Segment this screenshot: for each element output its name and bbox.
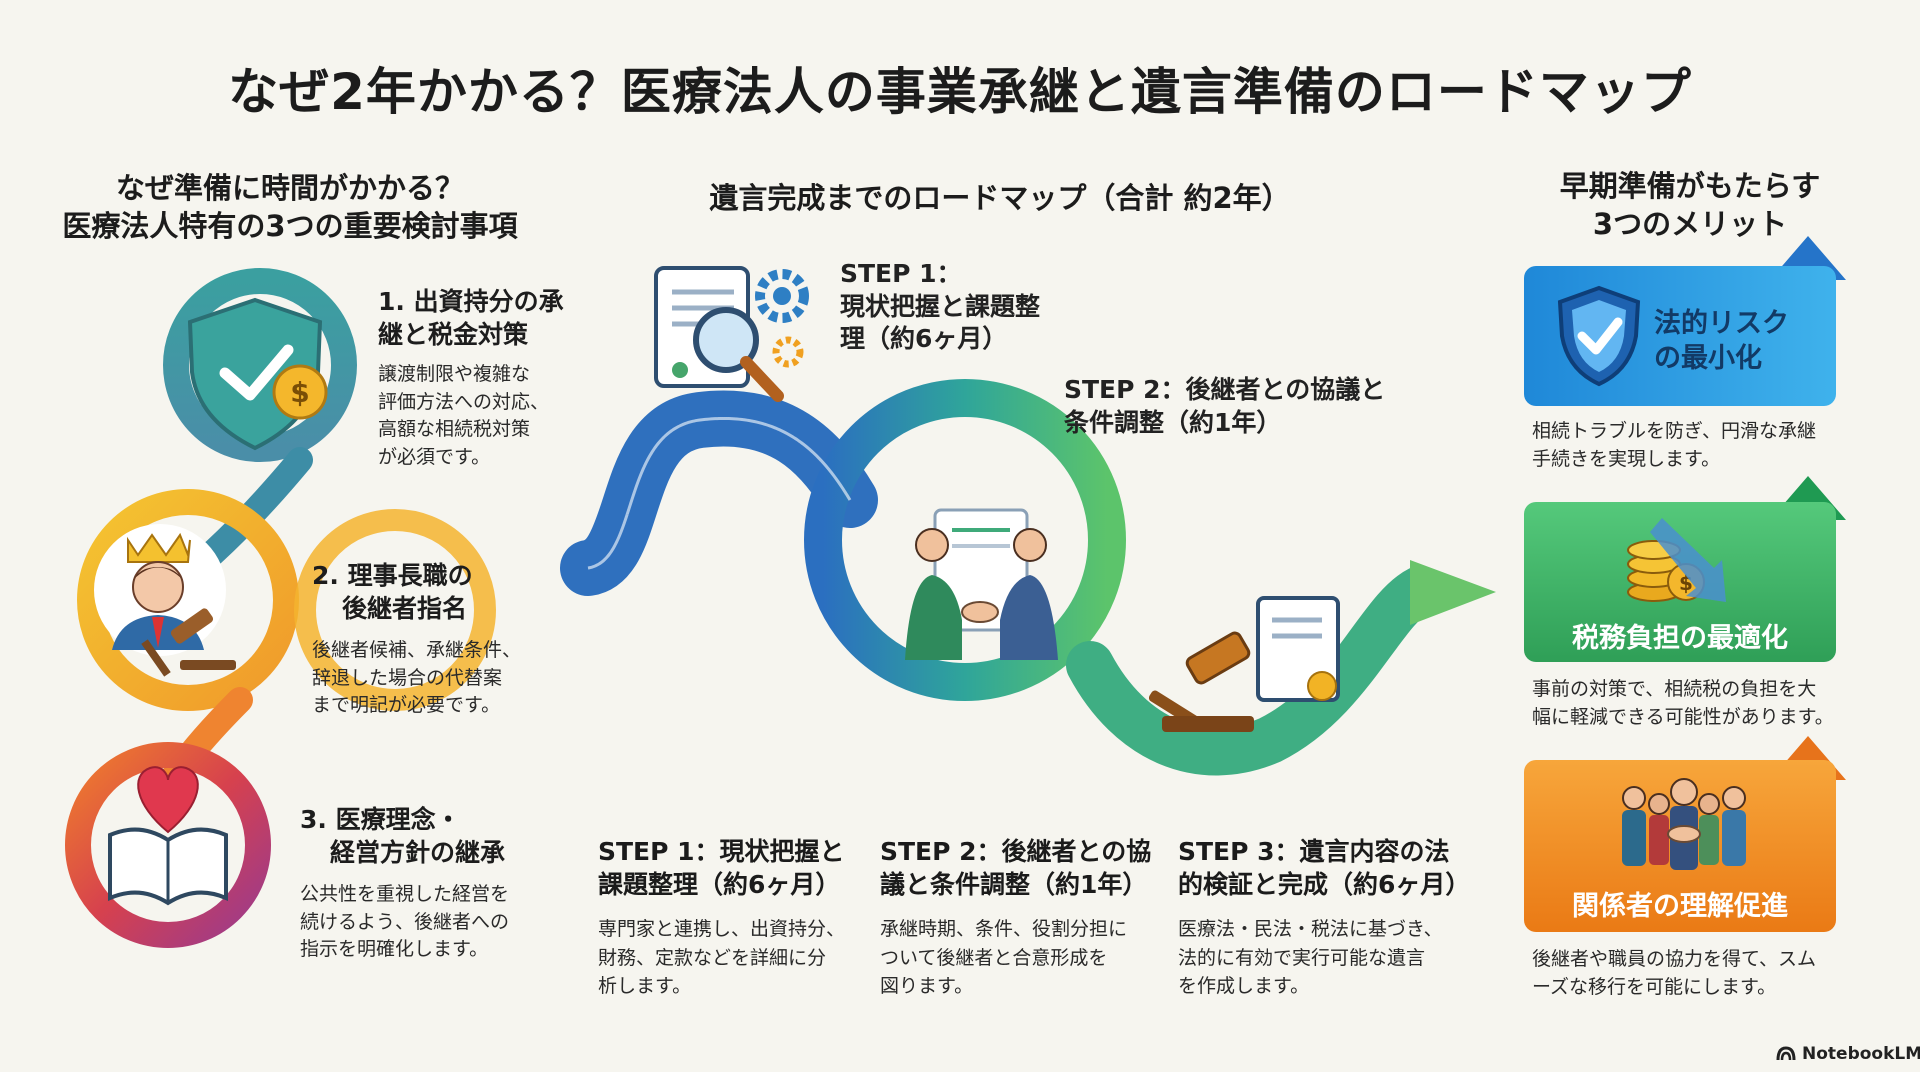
step-card-1: STEP 1：現状把握と 課題整理（約6ヶ月） 専門家と連携し、出資持分、 財務…: [598, 836, 868, 1001]
benefit-banner-tax: $ 税務負担の最適化: [1524, 502, 1836, 662]
heart-book-icon: [108, 766, 228, 906]
leader-crown-icon: [94, 524, 236, 677]
benefit-desc-line: 手続きを実現します。: [1532, 447, 1721, 470]
step-title-line: STEP 2：後継者との協: [880, 837, 1152, 866]
step-desc-line: 専門家と連携し、出資持分、: [598, 918, 846, 940]
benefits-heading: 早期準備がもたらす 3つのメリット: [1500, 168, 1880, 243]
step-desc-line: 図ります。: [880, 975, 974, 997]
benefits-heading-line1: 早期準備がもたらす: [1559, 169, 1821, 203]
shield-coin-icon: $: [187, 297, 328, 451]
item-title-line: 3. 医療理念・: [300, 805, 461, 834]
benefit-banner-text: 関係者の理解促進: [1572, 891, 1788, 922]
item-desc-line: まで明記が必要です。: [312, 694, 501, 717]
footer-brand: NotebookLM: [1776, 1044, 1920, 1064]
left-item-2: 2. 理事長職の 後継者指名 後継者候補、承継条件、 辞退した場合の代替案 まで…: [312, 560, 572, 720]
benefit-desc-legal: 相続トラブルを防ぎ、円滑な承継 手続きを実現します。: [1532, 418, 1872, 473]
ribbon-graphic: [65, 268, 496, 948]
item-desc-line: 指示を明確化します。: [300, 938, 489, 961]
left-item-1: 1. 出資持分の承 継と税金対策 譲渡制限や複雑な 評価方法への対応、 高額な相…: [378, 286, 588, 471]
left-section-heading: なぜ準備に時間がかかる？ 医療法人特有の3つの重要検討事項: [30, 170, 550, 245]
step2-road-label: STEP 2：後継者との協議と 条件調整（約1年）: [1064, 374, 1394, 439]
item-desc-line: 後継者候補、承継条件、: [312, 639, 522, 661]
benefit-desc-understanding: 後継者や職員の協力を得て、スム ーズな移行を可能にします。: [1532, 946, 1872, 1001]
step-desc-line: 医療法・民法・税法に基づき、: [1178, 918, 1443, 940]
gavel-certificate-icon: [1148, 596, 1340, 732]
item-desc-line: 公共性を重視した経営を: [300, 883, 510, 905]
left-item-3: 3. 医療理念・ 経営方針の継承 公共性を重視した経営を 続けるよう、後継者への…: [300, 804, 560, 964]
left-heading-line1: なぜ準備に時間がかかる？: [115, 171, 464, 205]
step-desc-line: 法的に有効で実行可能な遺言: [1178, 946, 1426, 969]
benefit-desc-line: 相続トラブルを防ぎ、円滑な承継: [1532, 420, 1817, 442]
shield-check-icon: [1557, 285, 1641, 387]
benefit-desc-line: ーズな移行を可能にします。: [1532, 975, 1777, 998]
benefit-banner-line: 法的リスク: [1654, 308, 1789, 339]
step-desc-line: 財務、定款などを詳細に分: [598, 946, 827, 969]
item-desc-line: 辞退した場合の代替案: [312, 666, 503, 689]
notebooklm-logo-icon: [1776, 1046, 1796, 1061]
item-desc-line: 高額な相続税対策: [378, 418, 531, 441]
step-desc-line: 析します。: [598, 975, 692, 997]
item-desc-line: 評価方法への対応、: [378, 390, 550, 413]
step-desc-line: 承継時期、条件、役割分担に: [880, 918, 1128, 940]
item-title-line: 経営方針の継承: [330, 837, 506, 867]
step-top-line: 条件調整（約1年）: [1064, 407, 1282, 437]
step-card-2: STEP 2：後継者との協 議と条件調整（約1年） 承継時期、条件、役割分担に …: [880, 836, 1170, 1001]
item-title-line: 継と税金対策: [378, 319, 529, 349]
benefit-banner-understanding: 関係者の理解促進: [1524, 760, 1836, 932]
step-top-line: STEP 2：後継者との協議と: [1064, 375, 1386, 404]
page-title: なぜ2年かかる？医療法人の事業承継と遺言準備のロードマップ: [228, 63, 1692, 121]
step-title-line: STEP 1：現状把握と: [598, 837, 845, 866]
coins-down-icon: $: [1627, 518, 1726, 602]
step-top-line: STEP 1：: [840, 259, 962, 288]
step-card-3: STEP 3：遺言内容の法 的検証と完成（約6ヶ月） 医療法・民法・税法に基づき…: [1178, 836, 1478, 1001]
item-title-line: 1. 出資持分の承: [378, 287, 564, 316]
item-desc-line: が必須です。: [378, 445, 491, 468]
brand-name: NotebookLM: [1802, 1044, 1920, 1064]
benefit-desc-line: 後継者や職員の協力を得て、スム: [1532, 948, 1817, 970]
step-title-line: 的検証と完成（約6ヶ月）: [1178, 869, 1471, 899]
benefit-desc-line: 幅に軽減できる可能性があります。: [1532, 705, 1834, 728]
svg-text:$: $: [290, 376, 309, 409]
step-title-line: 議と条件調整（約1年）: [880, 869, 1148, 899]
benefit-desc-tax: 事前の対策で、相続税の負担を大 幅に軽減できる可能性があります。: [1532, 676, 1872, 731]
step-top-line: 理（約6ヶ月）: [840, 324, 1008, 353]
step-desc-line: を作成します。: [1178, 975, 1310, 997]
item-title-line: 後継者指名: [342, 593, 468, 623]
roadmap-road: [560, 379, 1496, 776]
benefits-heading-line2: 3つのメリット: [1592, 206, 1788, 241]
benefit-banner-text: 税務負担の最適化: [1572, 623, 1788, 654]
item-title-line: 2. 理事長職の: [312, 561, 473, 590]
step-title-line: 課題整理（約6ヶ月）: [598, 869, 841, 899]
item-desc-line: 続けるよう、後継者への: [300, 910, 510, 933]
step-title-line: STEP 3：遺言内容の法: [1178, 837, 1450, 866]
team-people-icon: [1622, 778, 1746, 870]
item-desc-line: 譲渡制限や複雑な: [378, 363, 531, 385]
step-desc-line: ついて後継者と合意形成を: [880, 946, 1108, 969]
benefit-banner-line: の最小化: [1654, 343, 1762, 375]
step1-road-label: STEP 1： 現状把握と課題整 理（約6ヶ月）: [840, 258, 1080, 356]
benefit-banner-legal: 法的リスク の最小化: [1524, 266, 1836, 406]
benefit-desc-line: 事前の対策で、相続税の負担を大: [1532, 678, 1817, 700]
step-top-line: 現状把握と課題整: [840, 291, 1041, 321]
handshake-icon: [905, 508, 1058, 660]
document-magnifier-icon: [654, 266, 809, 402]
left-heading-line2: 医療法人特有の3つの重要検討事項: [62, 208, 518, 243]
roadmap-heading: 遺言完成までのロードマップ（合計 約2年）: [709, 181, 1291, 215]
